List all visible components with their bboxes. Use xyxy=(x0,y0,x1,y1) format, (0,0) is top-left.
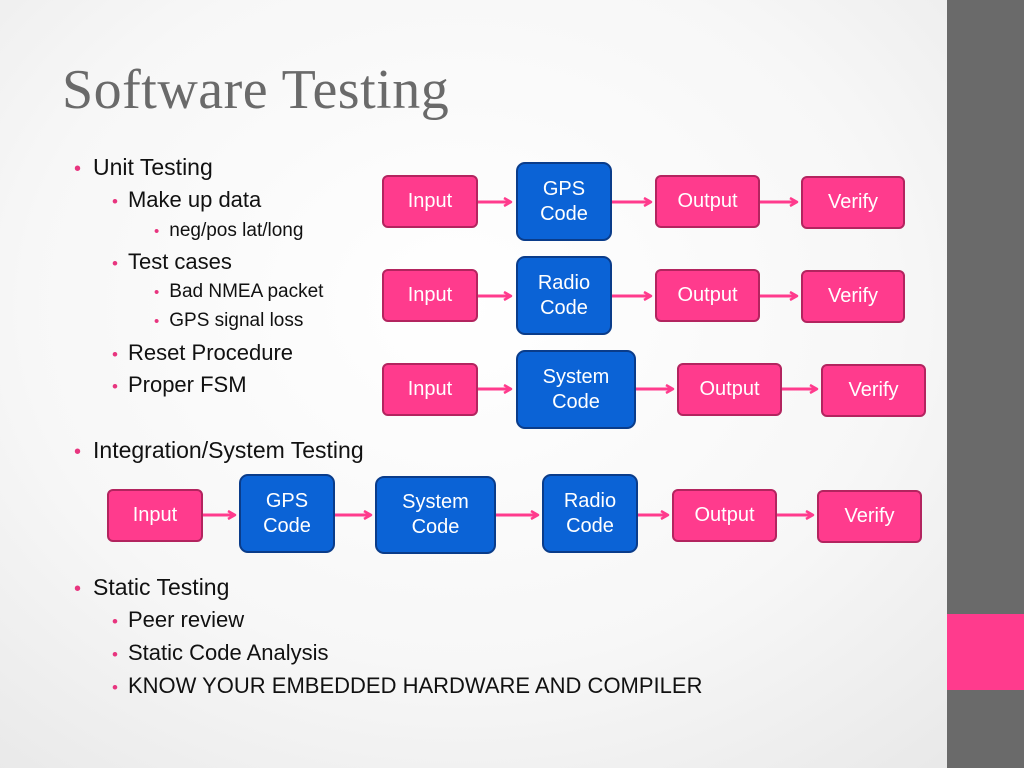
bullet-neg-pos: • neg/pos lat/long xyxy=(154,220,303,242)
bullet-integration: • Integration/System Testing xyxy=(74,437,364,464)
bullet-text: neg/pos lat/long xyxy=(169,220,304,241)
bullet-text: GPS signal loss xyxy=(169,310,304,331)
bullet-dot: • xyxy=(112,612,118,631)
bullet-dot: • xyxy=(154,313,160,330)
bullet-text: Make up data xyxy=(127,187,262,212)
bullet-static-testing: • Static Testing xyxy=(74,574,229,601)
flow-gps-output: Output xyxy=(655,175,760,228)
flow-integration-verify: Verify xyxy=(817,490,922,543)
bullet-test-cases: • Test cases xyxy=(112,249,232,275)
bullet-text: Reset Procedure xyxy=(127,340,294,365)
flow-radio-output: Output xyxy=(655,269,760,322)
bullet-dot: • xyxy=(112,645,118,664)
flow-gps-code: GPS Code xyxy=(516,162,612,241)
bullet-dot: • xyxy=(74,441,82,463)
flow-system-output: Output xyxy=(677,363,782,416)
flow-radio-verify: Verify xyxy=(801,270,905,323)
bullet-dot: • xyxy=(154,223,160,240)
bullet-dot: • xyxy=(74,158,82,180)
flow-integration-system-code: System Code xyxy=(375,476,496,554)
flow-integration-output: Output xyxy=(672,489,777,542)
bullet-static-analysis: • Static Code Analysis xyxy=(112,640,329,666)
bullet-unit-testing: • Unit Testing xyxy=(74,154,213,181)
bullet-peer-review: • Peer review xyxy=(112,607,244,633)
bullet-text: Static Code Analysis xyxy=(127,640,329,665)
bullet-text: Proper FSM xyxy=(127,372,247,397)
bullet-gps-loss: • GPS signal loss xyxy=(154,310,303,332)
bullet-text: Bad NMEA packet xyxy=(169,281,324,302)
bullet-dot: • xyxy=(112,192,118,211)
side-accent-block xyxy=(947,614,1024,690)
flow-system-verify: Verify xyxy=(821,364,926,417)
flow-integration-gps-code: GPS Code xyxy=(239,474,335,553)
flow-radio-code: Radio Code xyxy=(516,256,612,335)
bullet-make-up-data: • Make up data xyxy=(112,187,261,213)
bullet-text: KNOW YOUR EMBEDDED HARDWARE AND COMPILER xyxy=(127,673,703,698)
flow-integration-radio-code: Radio Code xyxy=(542,474,638,553)
flow-system-code: System Code xyxy=(516,350,636,429)
bullet-know-hardware: • KNOW YOUR EMBEDDED HARDWARE AND COMPIL… xyxy=(112,673,702,699)
bullet-dot: • xyxy=(112,377,118,396)
bullet-dot: • xyxy=(112,254,118,273)
bullet-dot: • xyxy=(112,345,118,364)
flow-integration-input: Input xyxy=(107,489,203,542)
flow-gps-verify: Verify xyxy=(801,176,905,229)
flow-radio-input: Input xyxy=(382,269,478,322)
bullet-text: Peer review xyxy=(127,607,245,632)
bullet-bad-nmea: • Bad NMEA packet xyxy=(154,281,323,303)
bullet-dot: • xyxy=(154,284,160,301)
bullet-dot: • xyxy=(74,578,82,600)
bullet-text: Static Testing xyxy=(93,574,230,600)
bullet-text: Unit Testing xyxy=(93,154,213,180)
slide-title: Software Testing xyxy=(62,59,450,121)
bullet-text: Test cases xyxy=(127,249,232,274)
flow-system-input: Input xyxy=(382,363,478,416)
bullet-reset: • Reset Procedure xyxy=(112,340,293,366)
bullet-fsm: • Proper FSM xyxy=(112,372,247,398)
bullet-text: Integration/System Testing xyxy=(93,437,364,463)
bullet-dot: • xyxy=(112,678,118,697)
flow-gps-input: Input xyxy=(382,175,478,228)
